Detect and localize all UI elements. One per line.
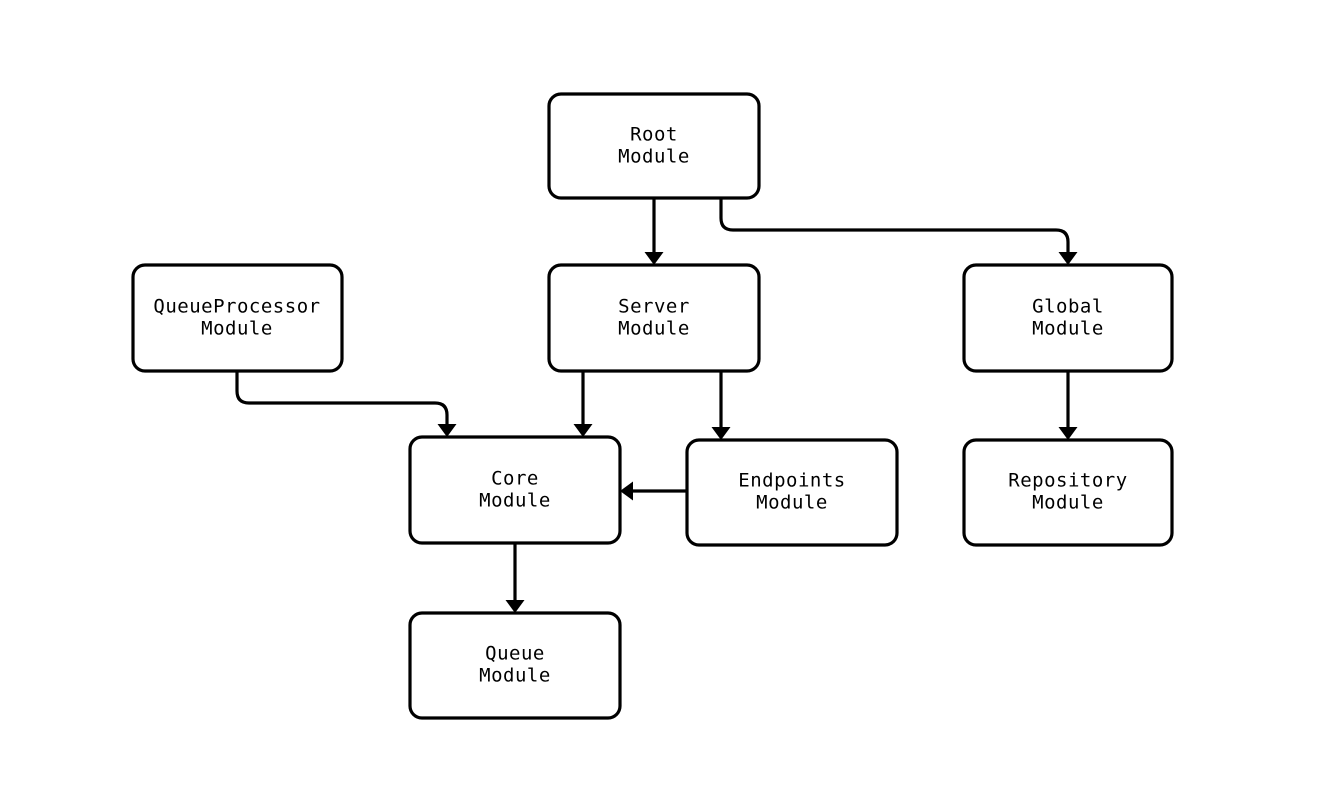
- queue-module-node-box[interactable]: [408, 611, 622, 720]
- global-module-node-label-line-2: Module: [1032, 318, 1104, 340]
- nodes-layer: RootModuleQueueProcessorModuleServerModu…: [131, 92, 1174, 720]
- edge-global-to-repository-arrowhead-icon: [1058, 427, 1078, 440]
- endpoints-module-node-label-line-2: Module: [756, 492, 828, 514]
- root-module-node-box[interactable]: [547, 92, 761, 200]
- core-module-node-label-line-2: Module: [479, 490, 551, 512]
- edge-root-to-global-line: [719, 198, 1070, 254]
- edge-global-to-repository: [1058, 371, 1078, 440]
- endpoints-module-node-label-line-1: Endpoints: [738, 470, 845, 492]
- core-module-node-box[interactable]: [408, 435, 622, 545]
- edge-server-to-core: [573, 371, 593, 437]
- edge-root-to-server-arrowhead-icon: [644, 252, 664, 265]
- root-module-node-label-line-2: Module: [618, 146, 690, 168]
- repository-module-node-label-line-2: Module: [1032, 492, 1104, 514]
- core-module-node-label-line-1: Core: [491, 468, 539, 490]
- repository-module-node-label-line-1: Repository: [1008, 470, 1127, 492]
- root-module-node-label-line-1: Root: [630, 124, 678, 146]
- server-module-node-label-line-2: Module: [618, 318, 690, 340]
- edge-queueprocessor-to-core: [235, 371, 457, 437]
- edges-layer: [235, 198, 1078, 613]
- repository-module-node-box[interactable]: [962, 438, 1174, 547]
- edge-root-to-server: [644, 198, 664, 265]
- server-module-node-label-line-1: Server: [618, 296, 690, 318]
- global-module-node-label-line-1: Global: [1032, 296, 1104, 318]
- edge-server-to-endpoints-arrowhead-icon: [711, 427, 731, 440]
- edge-server-to-endpoints: [711, 371, 731, 440]
- queueprocessor-module-node-label-line-2: Module: [201, 318, 273, 340]
- global-module-node-box[interactable]: [962, 263, 1174, 373]
- edge-endpoints-to-core-arrowhead-icon: [620, 481, 633, 501]
- edge-server-to-core-arrowhead-icon: [573, 424, 593, 437]
- server-module-node-box[interactable]: [547, 263, 761, 373]
- edge-root-to-global-arrowhead-icon: [1058, 252, 1078, 265]
- edge-root-to-global: [719, 198, 1078, 265]
- queue-module-node-label-line-2: Module: [479, 665, 551, 687]
- edge-queueprocessor-to-core-arrowhead-icon: [437, 424, 457, 437]
- queueprocessor-module-node-box[interactable]: [131, 263, 344, 373]
- edge-queueprocessor-to-core-line: [235, 371, 449, 426]
- queue-module-node-label-line-1: Queue: [485, 643, 545, 665]
- endpoints-module-node-box[interactable]: [685, 438, 899, 547]
- edge-core-to-queue: [505, 543, 525, 613]
- edge-endpoints-to-core: [620, 481, 687, 501]
- queueprocessor-module-node-label-line-1: QueueProcessor: [153, 296, 320, 318]
- edge-core-to-queue-arrowhead-icon: [505, 600, 525, 613]
